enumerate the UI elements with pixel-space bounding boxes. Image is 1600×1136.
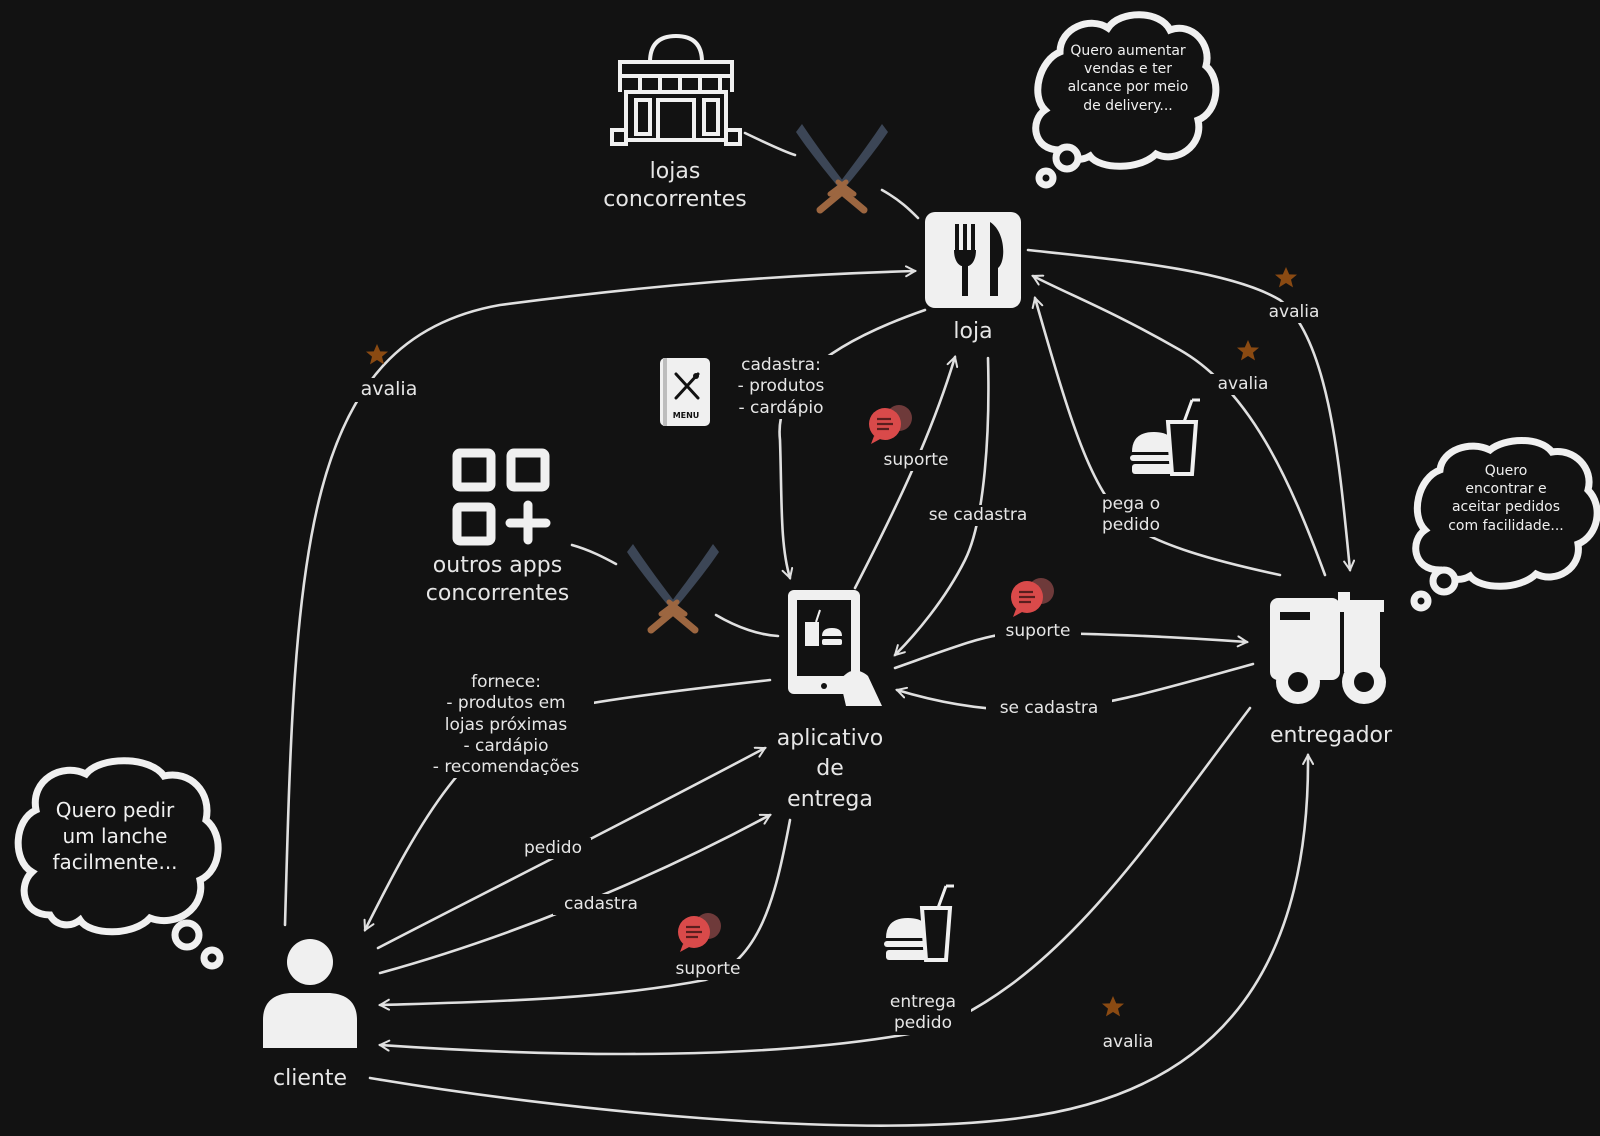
thought-text-entregador: Quero encontrar e aceitar pedidos com fa… [1448,463,1564,534]
fork-knife-icon [925,212,1021,308]
star-icon [366,344,388,365]
star-icon [1237,340,1259,361]
crossed-swords-icon [796,124,888,210]
edge-loja-avalia-entregador [1026,248,1350,570]
thought-bubble-loja [1032,11,1220,189]
edge-label-entregador-pega-pedido: pega o pedido [1088,494,1174,537]
edge-lojas-concorrentes-loja [743,131,920,220]
edge-label-entregador-avalia-loja: avalia [1205,374,1281,396]
edge-label-app-suporte-entregador: suporte [995,621,1081,643]
node-label-aplicativo: aplicativo de entrega [776,726,884,812]
edge-label-cliente-avalia-entregador: avalia [1090,1032,1166,1054]
crossed-swords-icon [627,544,719,630]
thought-bubble-entregador [1410,437,1600,612]
edge-label-app-fornece-cliente: fornece: - produtos em lojas próximas - … [418,672,594,779]
edge-app-suporte-cliente [380,818,792,1005]
star-icon [1275,267,1297,288]
edge-cliente-avalia-loja [283,271,915,927]
node-label-outros-apps: outros apps concorrentes [425,553,570,606]
tablet-food-icon [788,590,882,706]
edge-loja-se-cadastra-app [895,356,990,655]
edge-label-loja-se-cadastra-app: se cadastra [915,505,1041,527]
delivery-truck-icon [1270,592,1386,704]
edge-app-suporte-loja [853,357,955,590]
edge-label-cliente-cadastra: cadastra [553,894,649,916]
thought-text-loja: Quero aumentar vendas e ter alcance por … [1067,43,1189,114]
chat-bubble-icon [867,403,914,446]
person-icon [263,939,357,1048]
svg-text:MENU: MENU [673,411,700,420]
edge-label-cliente-avalia-loja: avalia [346,378,432,402]
node-label-entregador: entregador [1269,723,1393,748]
burger-drink-icon [882,884,956,962]
menu-book-icon: MENU [660,358,710,426]
edge-outros-apps-app [570,543,780,638]
edge-label-entregador-entrega-pedido: entrega pedido [875,992,971,1035]
thought-bubble-cliente [14,757,224,970]
node-label-cliente: cliente [273,1066,347,1091]
edge-label-app-suporte-loja: suporte [873,450,959,472]
thought-text-cliente: Quero pedir um lanche facilmente... [52,798,178,874]
chat-bubble-icon [676,911,723,954]
edge-label-entregador-se-cadastra: se cadastra [986,698,1112,720]
edge-label-loja-avalia-entregador: avalia [1256,302,1332,324]
storefront-icon [610,33,742,146]
edge-loja-cadastra-app [778,308,927,578]
node-label-lojas-concorrentes: lojas concorrentes [603,159,747,212]
burger-drink-icon [1128,398,1202,476]
edge-label-loja-cadastra-app: cadastra: - produtos - cardápio [718,355,844,419]
chat-bubble-icon [1009,576,1056,619]
edge-label-cliente-pedido: pedido [515,838,591,860]
node-label-loja: loja [953,319,993,344]
edge-entregador-avalia-loja [1033,276,1327,577]
star-icon [1102,996,1124,1017]
edge-cliente-avalia-entregador [368,755,1308,1127]
apps-add-icon [452,448,551,546]
edge-label-app-suporte-cliente: suporte [665,959,751,981]
